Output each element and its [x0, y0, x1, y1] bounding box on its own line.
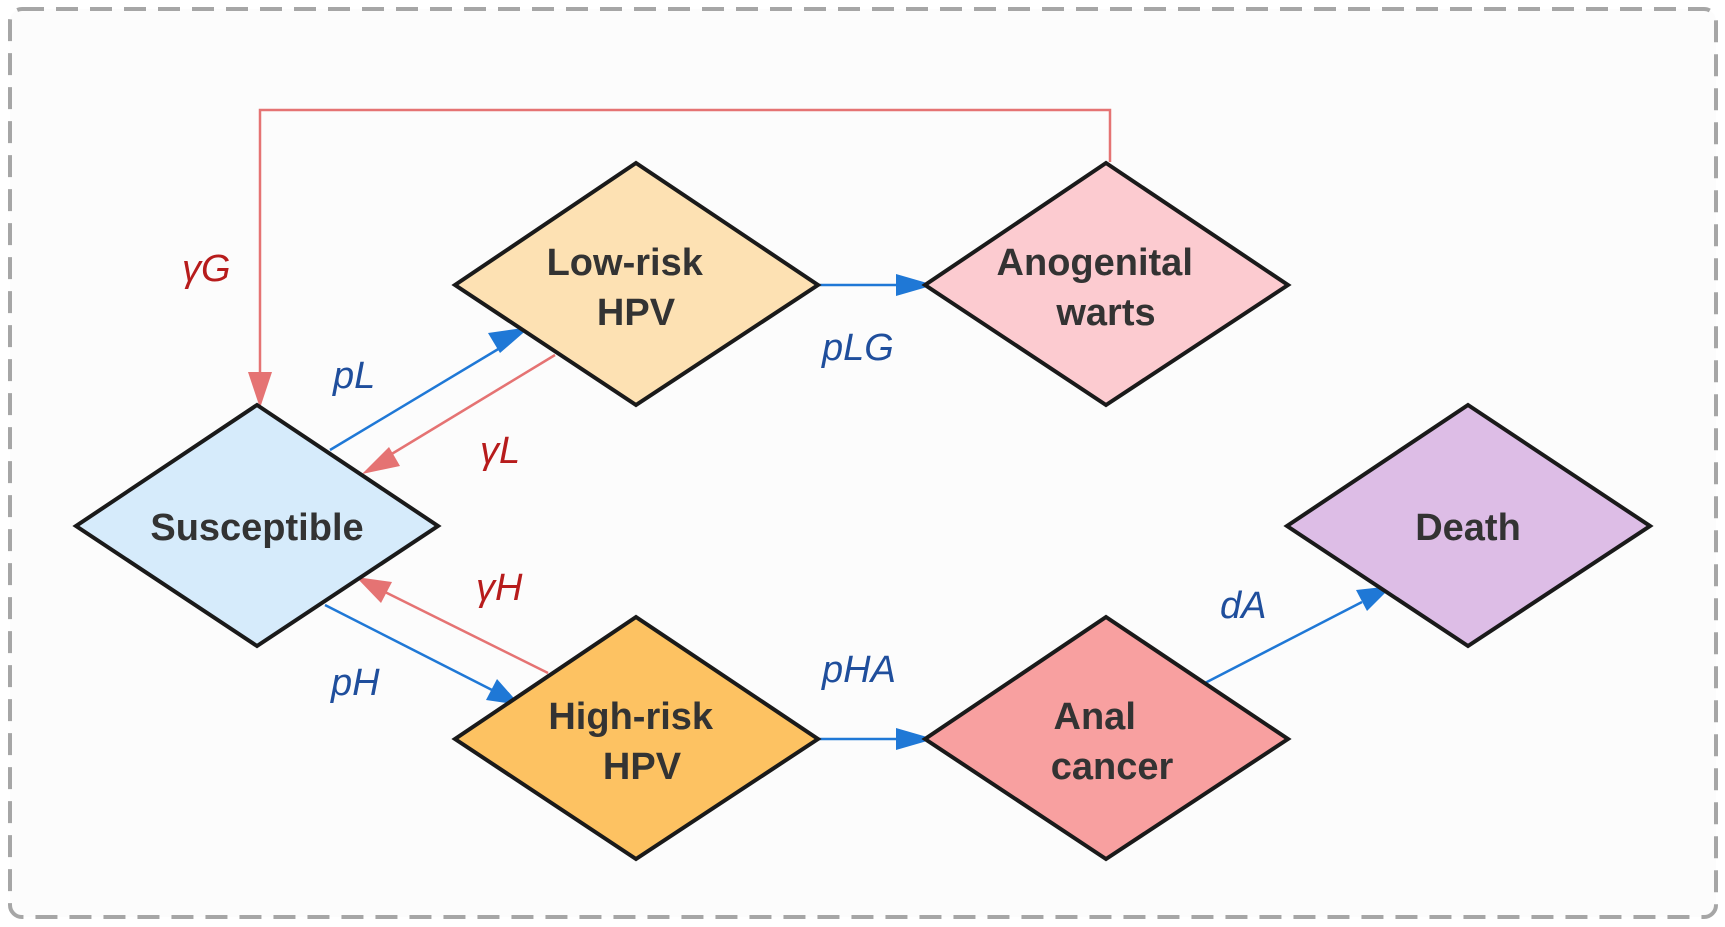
node-death: Death	[1283, 402, 1654, 649]
diagram-frame	[8, 7, 1718, 919]
edge-pHA-arrowhead	[896, 728, 934, 750]
edge-pH-line	[324, 603, 493, 692]
edge-label-pL: pL	[332, 355, 375, 397]
anogenital-warts-label-line-1: Anogenital	[997, 242, 1193, 284]
death-label: Death	[1415, 507, 1521, 549]
edge-dA-line	[1204, 600, 1363, 685]
edge-label-pH: pH	[330, 662, 380, 704]
node-anal-cancer: Anal cancer	[921, 614, 1292, 862]
edge-gammaG-arrowhead	[248, 372, 272, 408]
node-low-risk-hpv: Low-risk HPV	[451, 160, 822, 408]
edge-dA-arrowhead	[1356, 586, 1392, 611]
edge-gammaL-line	[389, 353, 556, 457]
svg-text:High-risk HPV: High-risk HPV	[548, 696, 723, 788]
svg-text:Low-risk HPV: Low-risk HPV	[547, 242, 714, 334]
anal-cancer-label-line-1: Anal	[1054, 696, 1136, 738]
node-anogenital-warts: Anogenital warts	[921, 160, 1292, 408]
high-risk-hpv-label-line-2: HPV	[603, 746, 682, 788]
svg-text:Anal cancer: Anal cancer	[1051, 696, 1174, 788]
edge-gammaH-line	[384, 590, 549, 675]
edge-labels-layer: γG pL γL pLG γH pH pHA dA	[182, 248, 1266, 704]
edge-label-pHA: pHA	[821, 649, 896, 691]
edge-pH-arrowhead	[486, 679, 520, 705]
svg-text:Susceptible: Susceptible	[150, 507, 363, 549]
edge-gammaL-arrowhead	[362, 447, 400, 474]
low-risk-hpv-label-line-2: HPV	[597, 292, 676, 334]
edge-pL-line	[329, 343, 506, 452]
svg-text:Anogenital warts: Anogenital warts	[997, 242, 1204, 334]
death-shape	[1283, 402, 1654, 649]
edge-label-pLG: pLG	[821, 327, 894, 369]
node-high-risk-hpv: High-risk HPV	[451, 614, 822, 862]
anogenital-warts-label-line-2: warts	[1055, 292, 1155, 334]
edge-gammaG-line	[258, 108, 1112, 404]
edge-label-gammaG: γG	[182, 248, 231, 290]
high-risk-hpv-shape	[451, 614, 822, 862]
node-susceptible: Susceptible	[72, 402, 442, 649]
svg-text:Death: Death	[1415, 507, 1521, 549]
high-risk-hpv-label-line-1: High-risk	[548, 696, 714, 738]
edge-label-dA: dA	[1220, 585, 1266, 627]
low-risk-hpv-label-line-1: Low-risk	[547, 242, 704, 284]
edge-pLG-arrowhead	[896, 274, 934, 296]
edge-pL-arrowhead	[488, 327, 530, 353]
anogenital-warts-shape	[921, 160, 1292, 408]
nodes-layer: Susceptible Low-risk HPV Anogenital wart…	[72, 160, 1654, 862]
edge-label-gammaH: γH	[476, 567, 523, 609]
edges-layer	[248, 108, 1392, 750]
edge-gammaH-arrowhead	[356, 577, 392, 603]
anal-cancer-label-line-2: cancer	[1051, 746, 1174, 788]
susceptible-label: Susceptible	[150, 507, 363, 549]
edge-label-gammaL: γL	[480, 430, 520, 472]
low-risk-hpv-shape	[451, 160, 822, 408]
susceptible-shape	[72, 402, 442, 649]
anal-cancer-shape	[921, 614, 1292, 862]
